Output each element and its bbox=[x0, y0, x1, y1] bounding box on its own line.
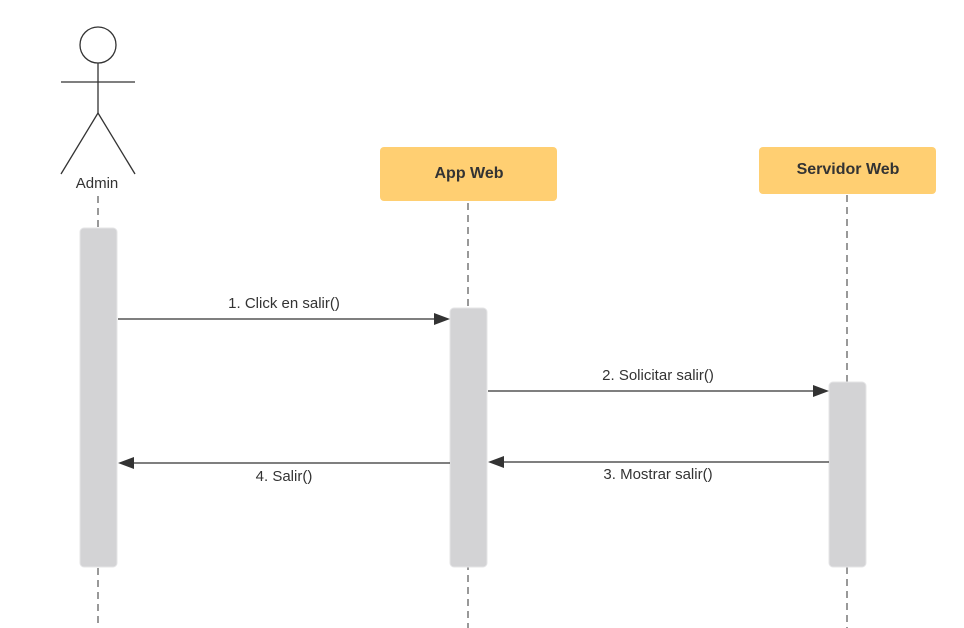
message-3: 3. Mostrar salir() bbox=[488, 456, 829, 483]
app-web-box bbox=[380, 147, 557, 201]
activation-bar-admin bbox=[79, 227, 118, 568]
servidor-web-label: Servidor Web bbox=[797, 161, 900, 178]
message-2-arrowhead bbox=[813, 385, 829, 397]
app-web-label: App Web bbox=[434, 165, 503, 182]
message-3-arrowhead bbox=[488, 456, 504, 468]
message-1-arrowhead bbox=[434, 313, 450, 325]
message-1-label: 1. Click en salir() bbox=[228, 295, 340, 312]
message-2-label: 2. Solicitar salir() bbox=[602, 367, 714, 384]
message-1: 1. Click en salir() bbox=[118, 295, 450, 325]
servidor-web-participant: Servidor Web bbox=[759, 147, 936, 194]
message-3-label: 3. Mostrar salir() bbox=[603, 466, 712, 483]
message-4: 4. Salir() bbox=[118, 457, 450, 485]
message-2: 2. Solicitar salir() bbox=[488, 367, 829, 397]
activation-bar-servidor-web bbox=[828, 381, 867, 568]
servidor-web-box bbox=[759, 147, 936, 194]
message-4-label: 4. Salir() bbox=[256, 468, 313, 485]
app-web-participant: App Web bbox=[380, 147, 557, 201]
admin-actor-label: Admin bbox=[76, 175, 119, 192]
admin-actor-icon bbox=[60, 26, 136, 175]
activation-bar-app-web bbox=[449, 307, 488, 568]
message-4-arrowhead bbox=[118, 457, 134, 469]
